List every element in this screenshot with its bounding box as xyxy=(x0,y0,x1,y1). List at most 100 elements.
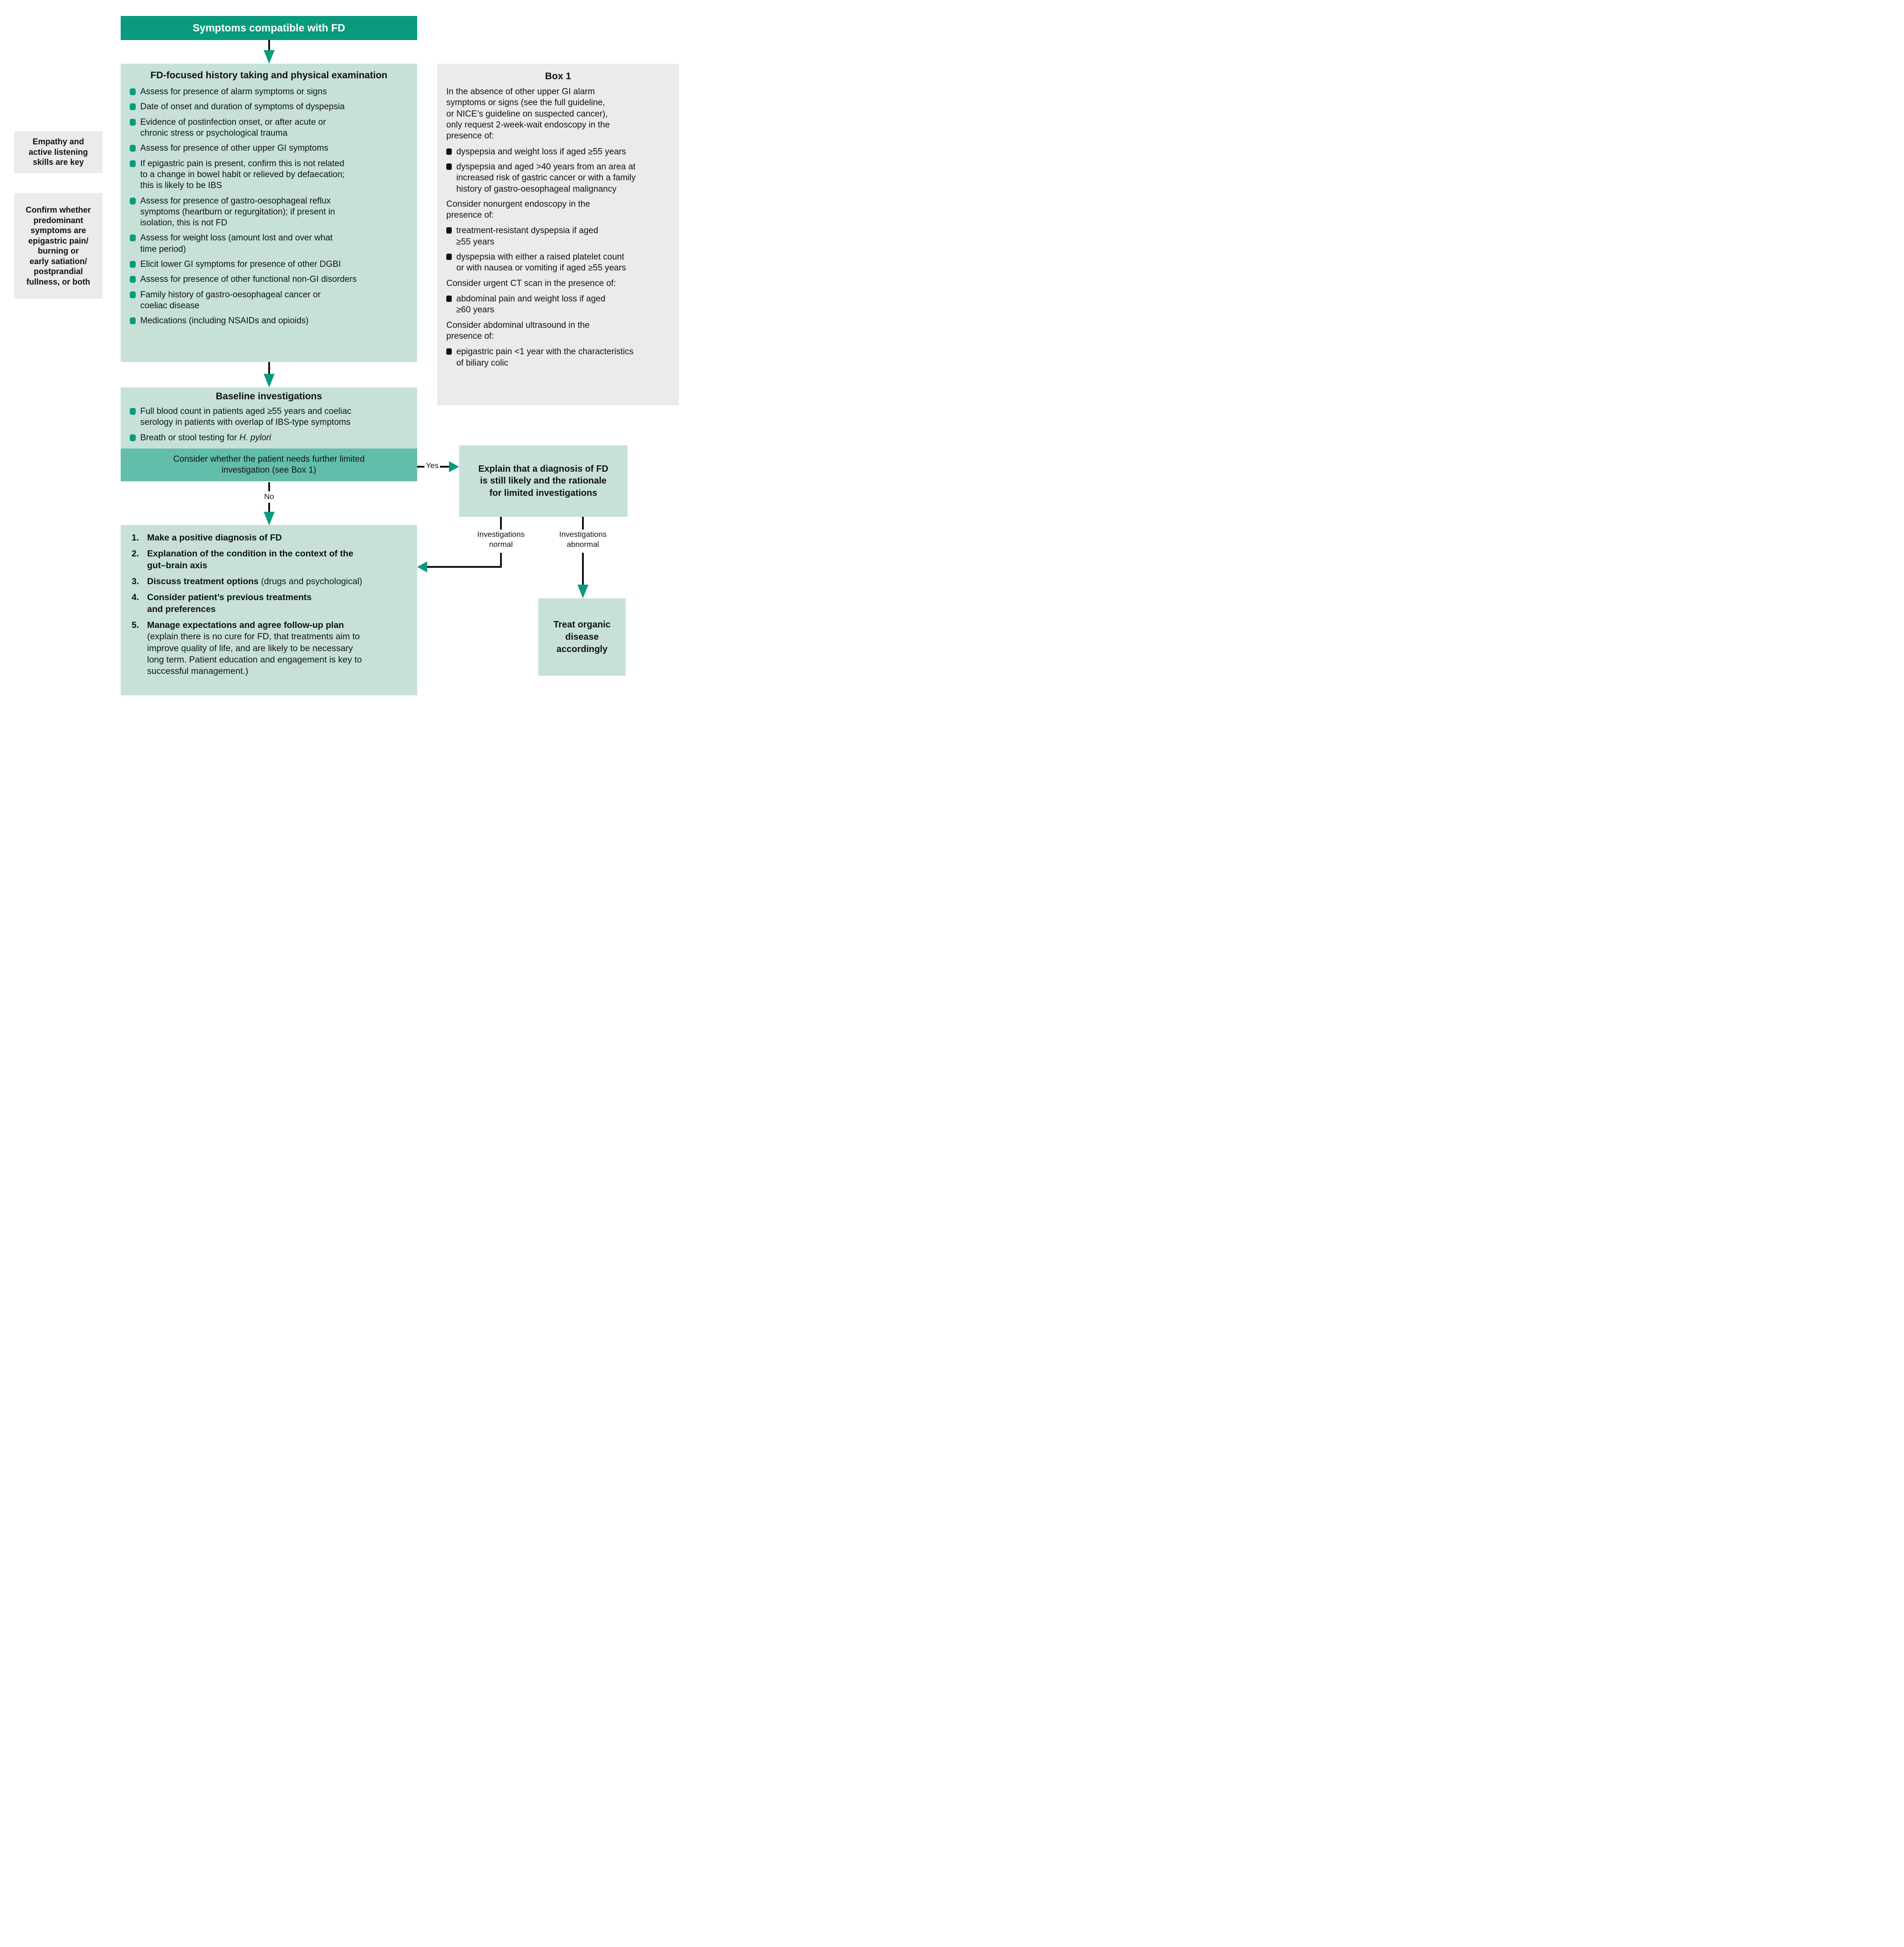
side-note-text: Empathy and active listening skills are … xyxy=(28,137,88,167)
connector-line xyxy=(268,362,270,375)
box1: Box 1 In the absence of other upper GI a… xyxy=(437,64,679,405)
treat-box: Treat organic disease accordingly xyxy=(538,598,626,676)
connector-line xyxy=(426,566,502,568)
bullet-text: Assess for presence of gastro-oesophagea… xyxy=(140,196,335,228)
connector-line xyxy=(582,553,584,586)
item-text: Discuss treatment options (drugs and psy… xyxy=(147,576,362,587)
arrow-down-icon xyxy=(264,374,275,387)
bullet-item: Assess for presence of alarm symptoms or… xyxy=(130,87,408,97)
baseline-light-section: Baseline investigations Full blood count… xyxy=(121,387,417,449)
bullet-square-icon xyxy=(130,103,136,111)
bullet-item: Assess for presence of gastro-oesophagea… xyxy=(130,196,408,229)
history-box: FD-focused history taking and physical e… xyxy=(121,64,417,362)
numbered-item: 4. Consider patient’s previous treatments… xyxy=(132,592,406,615)
bullet-text: treatment-resistant dyspepsia if aged ≥5… xyxy=(456,226,598,247)
bullet-text: Medications (including NSAIDs and opioid… xyxy=(140,316,309,326)
plan-list: 1. Make a positive diagnosis of FD 2.Expla… xyxy=(132,532,406,678)
investigations-abnormal-label: Investigations abnormal xyxy=(559,530,607,549)
bullet-item: If epigastric pain is present, confirm t… xyxy=(130,158,408,192)
bullet-square-icon xyxy=(446,227,452,234)
bullet-item: Full blood count in patients aged ≥55 ye… xyxy=(130,406,408,428)
bullet-square-icon xyxy=(446,148,452,155)
baseline-list: Full blood count in patients aged ≥55 ye… xyxy=(130,406,408,443)
bullet-square-icon xyxy=(130,234,136,242)
bullet-item: dyspepsia and aged >40 years from an are… xyxy=(446,162,670,195)
item-text: Consider patient’s previous treatments a… xyxy=(147,592,312,614)
box1-content: In the absence of other upper GI alarm s… xyxy=(446,87,670,369)
bullet-square-icon xyxy=(130,434,136,441)
header-box: Symptoms compatible with FD xyxy=(121,16,417,40)
bullet-square-icon xyxy=(130,197,136,204)
bullet-square-icon xyxy=(130,160,136,167)
bullet-item: treatment-resistant dyspepsia if aged ≥5… xyxy=(446,225,670,248)
explain-box-text: Explain that a diagnosis of FD is still … xyxy=(478,464,608,498)
bullet-item: Assess for weight loss (amount lost and … xyxy=(130,233,408,255)
bullet-text: epigastric pain <1 year with the charact… xyxy=(456,347,634,368)
explain-box: Explain that a diagnosis of FD is still … xyxy=(459,445,628,517)
item-text: Make a positive diagnosis of FD xyxy=(147,533,282,543)
bullet-square-icon xyxy=(130,291,136,298)
item-number: 4. xyxy=(132,592,139,603)
arrow-right-icon xyxy=(449,461,459,472)
numbered-item: 2.Explanation of the condition in the co… xyxy=(132,548,406,571)
bullet-item: Assess for presence of other functional … xyxy=(130,274,408,285)
management-plan-box: 1. Make a positive diagnosis of FD 2.Expla… xyxy=(121,525,417,695)
item-text: Explanation of the condition in the cont… xyxy=(147,549,353,571)
history-title: FD-focused history taking and physical e… xyxy=(150,70,388,81)
yes-label: Yes xyxy=(426,461,439,470)
bullet-text: If epigastric pain is present, confirm t… xyxy=(140,158,345,191)
bullet-square-icon xyxy=(130,317,136,325)
item-number: 1. xyxy=(132,533,139,543)
bullet-item: Date of onset and duration of symptoms o… xyxy=(130,102,408,112)
consider-band-text: Consider whether the patient needs furth… xyxy=(173,454,365,475)
bullet-text: Evidence of postinfection onset, or afte… xyxy=(140,117,326,138)
connector-line xyxy=(500,553,502,568)
bullet-square-icon xyxy=(130,261,136,268)
history-list: Assess for presence of alarm symptoms or… xyxy=(130,87,408,327)
side-note-confirm: Confirm whether predominant symptoms are… xyxy=(14,193,102,299)
numbered-item: 1. Make a positive diagnosis of FD xyxy=(132,532,406,544)
bullet-square-icon xyxy=(446,163,452,170)
bullet-square-icon xyxy=(130,145,136,152)
box1-paragraph: In the absence of other upper GI alarm s… xyxy=(446,87,610,141)
treat-box-text: Treat organic disease accordingly xyxy=(553,619,611,654)
arrow-down-icon xyxy=(577,585,588,598)
bullet-text: Assess for presence of other functional … xyxy=(140,275,357,285)
connector-line xyxy=(417,466,424,468)
bullet-square-icon xyxy=(446,254,452,260)
bullet-text: Full blood count in patients aged ≥55 ye… xyxy=(140,407,352,428)
connector-line xyxy=(268,503,270,513)
bullet-text: abdominal pain and weight loss if aged ≥… xyxy=(456,294,606,315)
investigations-normal-label: Investigations normal xyxy=(477,530,525,549)
no-label: No xyxy=(264,492,274,501)
bullet-text: Assess for weight loss (amount lost and … xyxy=(140,233,333,254)
connector-line xyxy=(440,466,449,468)
bullet-square-icon xyxy=(130,88,136,95)
connector-line xyxy=(582,517,584,530)
bullet-item: Assess for presence of other upper GI sy… xyxy=(130,143,408,154)
bullet-item: Elicit lower GI symptoms for presence of… xyxy=(130,259,408,270)
bullet-item: Medications (including NSAIDs and opioid… xyxy=(130,316,408,326)
bullet-item: abdominal pain and weight loss if aged ≥… xyxy=(446,294,670,316)
bullet-item: Evidence of postinfection onset, or afte… xyxy=(130,117,408,139)
baseline-title: Baseline investigations xyxy=(215,391,322,402)
fd-flowchart-canvas: Symptoms compatible with FD FD-focused h… xyxy=(0,0,692,710)
arrow-down-icon xyxy=(264,512,275,525)
bullet-square-icon xyxy=(130,408,136,415)
arrow-left-icon xyxy=(417,561,427,572)
numbered-item: 5. Manage expectations and agree follow-u… xyxy=(132,620,406,678)
bullet-square-icon xyxy=(130,118,136,126)
item-number: 5. xyxy=(132,620,139,631)
bullet-text: Assess for presence of other upper GI sy… xyxy=(140,143,328,153)
bullet-text: Assess for presence of alarm symptoms or… xyxy=(140,87,327,97)
header-title: Symptoms compatible with FD xyxy=(193,22,345,34)
bullet-text: Elicit lower GI symptoms for presence of… xyxy=(140,260,341,270)
box1-paragraph: Consider abdominal ultrasound in the pre… xyxy=(446,320,590,341)
bullet-item: Breath or stool testing for H. pylori xyxy=(130,433,408,443)
bullet-square-icon xyxy=(446,296,452,302)
bullet-square-icon xyxy=(446,348,452,355)
item-text: Manage expectations and agree follow-up … xyxy=(147,620,362,677)
bullet-text: dyspepsia and aged >40 years from an are… xyxy=(456,162,636,194)
connector-line xyxy=(500,517,502,530)
bullet-text: Family history of gastro-oesophageal can… xyxy=(140,290,321,311)
